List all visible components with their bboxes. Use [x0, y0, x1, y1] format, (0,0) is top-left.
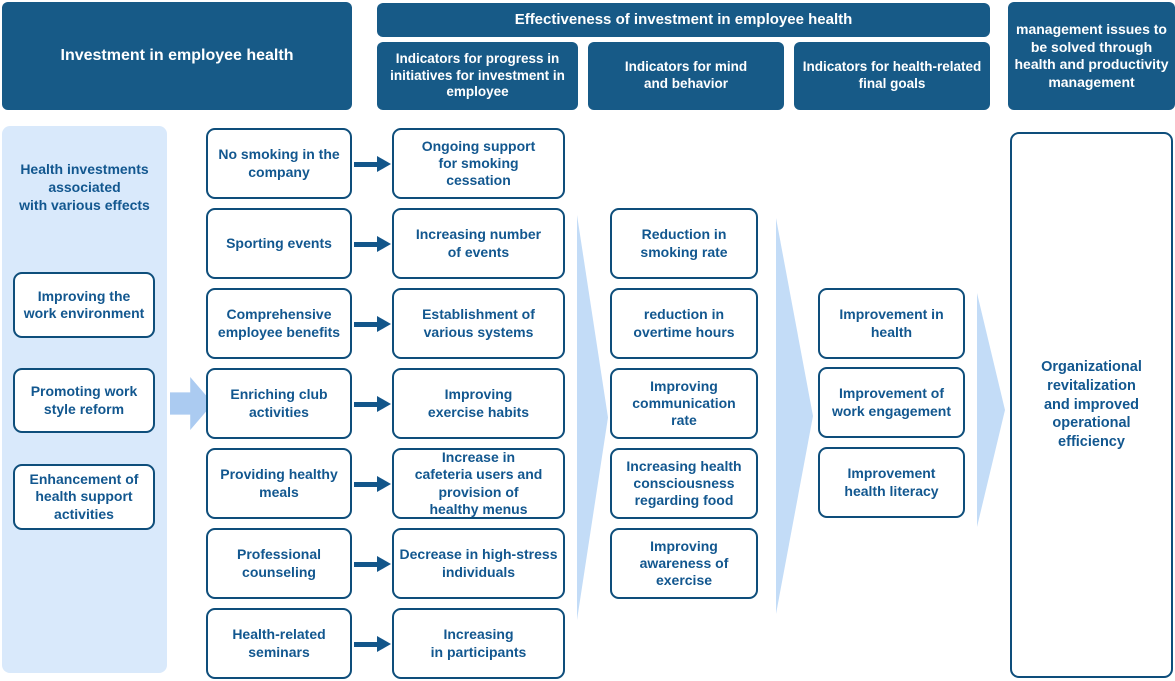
progress-high-stress: Decrease in high-stress individuals: [392, 528, 565, 599]
arrow-head: [377, 476, 391, 492]
arrow-bar: [354, 242, 379, 247]
initiative-healthy-meals: Providing healthy meals: [206, 448, 352, 519]
flow-chevron-icon: [577, 215, 608, 620]
progress-cafeteria-users: Increase in cafeteria users and provisio…: [392, 448, 565, 519]
mind-overtime-hours: reduction in overtime hours: [610, 288, 758, 359]
progress-number-of-events: Increasing number of events: [392, 208, 565, 279]
right-arrow-icon: [354, 396, 391, 412]
arrow-bar: [354, 162, 379, 167]
progress-participants: Increasing in participants: [392, 608, 565, 679]
arrow-bar: [354, 322, 379, 327]
outcome-organizational-revitalization: Organizational revitalization and improv…: [1010, 132, 1173, 678]
goal-health-literacy: Improvement health literacy: [818, 447, 965, 518]
panel-item-health-support: Enhancement of health support activities: [13, 464, 155, 530]
arrow-head: [377, 636, 391, 652]
header-indicators-mind-behavior: Indicators for mind and behavior: [588, 42, 784, 110]
right-arrow-icon: [354, 556, 391, 572]
panel-item-work-style-reform: Promoting work style reform: [13, 368, 155, 433]
panel-item-work-environment: Improving the work environment: [13, 272, 155, 338]
initiative-counseling: Professional counseling: [206, 528, 352, 599]
goal-work-engagement: Improvement of work engagement: [818, 367, 965, 438]
mind-food-consciousness: Increasing health consciousness regardin…: [610, 448, 758, 519]
arrow-bar: [354, 642, 379, 647]
flow-chevron-icon: [776, 218, 813, 614]
header-effectiveness: Effectiveness of investment in employee …: [377, 3, 990, 37]
header-indicators-progress: Indicators for progress in initiatives f…: [377, 42, 578, 110]
flow-chevron-icon: [977, 293, 1005, 527]
initiative-seminars: Health-related seminars: [206, 608, 352, 679]
goal-improvement-health: Improvement in health: [818, 288, 965, 359]
initiative-no-smoking: No smoking in the company: [206, 128, 352, 199]
initiative-club-activities: Enriching club activities: [206, 368, 352, 439]
right-arrow-icon: [354, 156, 391, 172]
arrow-bar: [354, 402, 379, 407]
header-management-issues: management issues to be solved through h…: [1008, 2, 1175, 110]
initiative-sporting-events: Sporting events: [206, 208, 352, 279]
arrow-bar: [354, 482, 379, 487]
progress-exercise-habits: Improving exercise habits: [392, 368, 565, 439]
progress-various-systems: Establishment of various systems: [392, 288, 565, 359]
right-arrow-icon: [354, 476, 391, 492]
header-investment: Investment in employee health: [2, 2, 352, 110]
right-arrow-icon: [354, 636, 391, 652]
header-indicators-final-goals: Indicators for health-related final goal…: [794, 42, 990, 110]
arrow-head: [377, 236, 391, 252]
arrow-head: [377, 556, 391, 572]
mind-communication-rate: Improving communication rate: [610, 368, 758, 439]
progress-smoking-cessation: Ongoing support for smoking cessation: [392, 128, 565, 199]
right-arrow-icon: [354, 236, 391, 252]
arrow-head: [377, 316, 391, 332]
mind-exercise-awareness: Improving awareness of exercise: [610, 528, 758, 599]
right-arrow-icon: [354, 316, 391, 332]
panel-caption: Health investments associated with vario…: [19, 161, 150, 214]
arrow-head: [377, 156, 391, 172]
initiative-employee-benefits: Comprehensive employee benefits: [206, 288, 352, 359]
mind-smoking-rate: Reduction in smoking rate: [610, 208, 758, 279]
arrow-bar: [354, 562, 379, 567]
arrow-head: [377, 396, 391, 412]
